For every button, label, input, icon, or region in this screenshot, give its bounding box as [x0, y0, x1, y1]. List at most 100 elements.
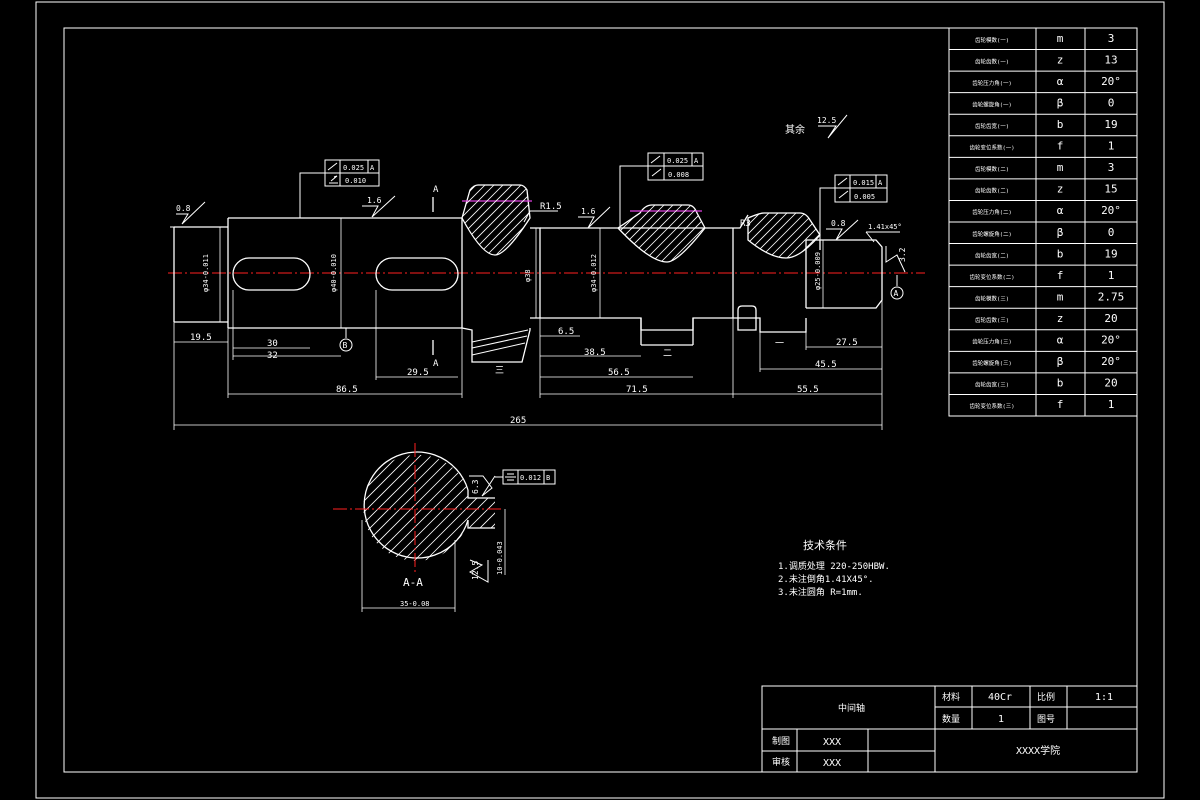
param-symbol: β [1057, 96, 1064, 109]
technical-notes: 技术条件 1.调质处理 220-250HBW. 2.未注倒角1.41X45°. … [778, 538, 890, 598]
fillet-r1-5: R1.5 [540, 202, 562, 212]
param-symbol: f [1057, 269, 1064, 282]
checked-by: XXX [823, 758, 841, 769]
param-symbol: β [1057, 355, 1064, 368]
dia-5: φ25-0.009 [814, 252, 822, 290]
material-value: 40Cr [988, 692, 1012, 703]
param-symbol: b [1057, 247, 1064, 260]
part-name: 中间轴 [838, 702, 865, 714]
svg-text:0.8: 0.8 [176, 204, 191, 213]
svg-text:0.025: 0.025 [667, 157, 688, 165]
param-value: 0 [1108, 226, 1115, 239]
drawn-label: 制图 [772, 735, 790, 747]
svg-text:A: A [878, 179, 883, 187]
dim-35: 35-0.08 [400, 600, 430, 608]
param-symbol: f [1057, 398, 1064, 411]
param-value: 19 [1104, 118, 1117, 131]
title-block: 中间轴 材料 40Cr 比例 1:1 数量 1 图号 制图 XXX 审核 XXX… [761, 685, 1138, 773]
param-value: 20 [1104, 377, 1117, 390]
datum-b: B [343, 341, 348, 350]
param-symbol: β [1057, 226, 1064, 239]
svg-text:0.012: 0.012 [520, 474, 541, 482]
qty-value: 1 [998, 714, 1004, 725]
tolerance-frame-2: 0.025 A 0.008 [619, 152, 704, 228]
svg-text:A: A [694, 157, 699, 165]
dim-71-5: 71.5 [626, 385, 648, 395]
param-name: 齿轮模数(二) [975, 165, 1009, 173]
svg-text:12.5: 12.5 [471, 561, 480, 580]
param-value: 13 [1104, 53, 1117, 66]
annotations: A A B A 三 二 一 R1.5 R3 1.41x45° 0.8 1.6 [176, 114, 907, 376]
dim-56-5: 56.5 [608, 368, 630, 378]
dim-45-5: 45.5 [815, 360, 837, 370]
svg-text:1.6: 1.6 [581, 207, 596, 216]
dim-6-5: 6.5 [558, 327, 574, 337]
roughness-1: 0.8 [176, 201, 206, 225]
dia-1: φ34-0.011 [202, 254, 210, 292]
param-symbol: b [1057, 118, 1064, 131]
param-value: 15 [1104, 183, 1117, 196]
svg-text:1.6: 1.6 [367, 196, 382, 205]
svg-text:0.005: 0.005 [854, 193, 875, 201]
tolerance-frame-3: 0.015 A 0.005 [819, 174, 888, 240]
param-name: 齿轮模数(三) [975, 294, 1009, 302]
school-name: XXXX学院 [1016, 744, 1060, 757]
checked-label: 审核 [772, 756, 790, 768]
tech-note-3: 3.未注圆角 R=1mm. [778, 586, 863, 598]
tech-note-1: 1.调质处理 220-250HBW. [778, 560, 890, 572]
param-symbol: z [1057, 53, 1064, 66]
keyway-2 [375, 257, 459, 291]
section-label: A-A [403, 576, 423, 589]
dia-4: φ34-0.012 [590, 254, 598, 292]
roughness-5: 3.2 [885, 246, 907, 273]
param-symbol: z [1057, 312, 1064, 325]
dim-27-5: 27.5 [836, 338, 858, 348]
param-symbol: α [1057, 204, 1064, 217]
dim-265: 265 [510, 416, 526, 426]
dim-29-5: 29.5 [407, 368, 429, 378]
dim-32: 32 [267, 351, 278, 361]
keyway-1 [232, 257, 311, 291]
dia-2: φ40-0.010 [330, 254, 338, 292]
param-symbol: b [1057, 377, 1064, 390]
svg-text:0.008: 0.008 [668, 171, 689, 179]
tech-notes-title: 技术条件 [803, 538, 847, 552]
param-name: 齿轮齿数(二) [975, 187, 1009, 195]
param-value: 3 [1108, 32, 1115, 45]
gear-label-two: 二 [663, 349, 672, 359]
param-value: 20° [1101, 334, 1121, 347]
param-symbol: z [1057, 183, 1064, 196]
param-name: 齿轮压力角(一) [972, 79, 1012, 87]
param-name: 齿轮齿宽(三) [975, 381, 1009, 389]
roughness-rest-label: 其余 [785, 123, 805, 136]
tech-note-2: 2.未注倒角1.41X45°. [778, 573, 874, 585]
svg-text:0.015: 0.015 [853, 179, 874, 187]
drawn-by: XXX [823, 737, 841, 748]
drawing-no-label: 图号 [1037, 714, 1055, 725]
dim-19-5: 19.5 [190, 333, 212, 343]
param-name: 齿轮变位系数(二) [969, 273, 1014, 281]
param-value: 3 [1108, 161, 1115, 174]
param-name: 齿轮螺旋角(一) [972, 100, 1012, 108]
param-name: 齿轮压力角(二) [972, 208, 1012, 216]
dim-10: 10-0.043 [496, 541, 504, 575]
gear-two [617, 204, 706, 263]
param-value: 20° [1101, 204, 1121, 217]
param-value: 1 [1108, 269, 1115, 282]
param-name: 齿轮齿数(三) [975, 316, 1009, 324]
scale-value: 1:1 [1095, 692, 1113, 703]
dimension-lines [173, 218, 883, 430]
param-name: 齿轮变位系数(三) [969, 402, 1014, 410]
param-symbol: m [1057, 32, 1064, 45]
param-symbol: α [1057, 334, 1064, 347]
param-name: 齿轮模数(一) [975, 36, 1009, 44]
param-name: 齿轮螺旋角(三) [972, 359, 1012, 367]
datum-a: A [894, 289, 899, 298]
svg-text:3.2: 3.2 [898, 247, 907, 262]
param-value: 20° [1101, 75, 1121, 88]
dimension-texts: 19.5 30 32 29.5 86.5 6.5 38.5 56.5 71.5 … [190, 252, 858, 426]
param-value: 1 [1108, 140, 1115, 153]
gear-label-three: 三 [495, 366, 504, 376]
gear-one [747, 212, 821, 259]
